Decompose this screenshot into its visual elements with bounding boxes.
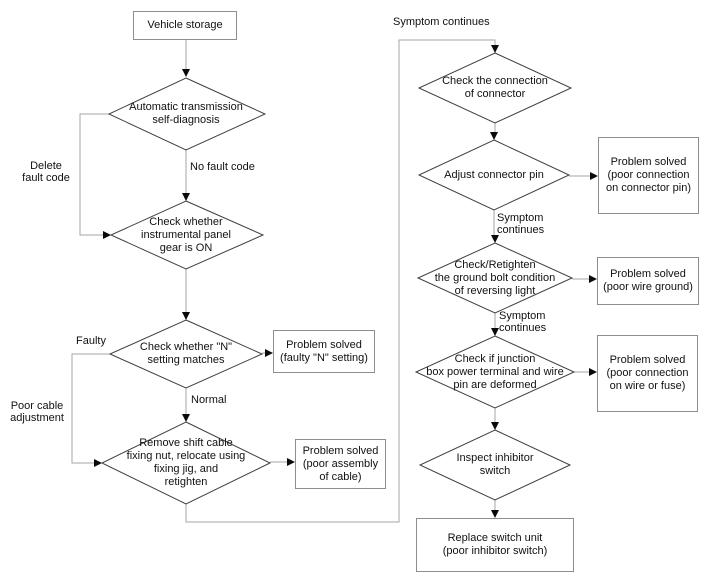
arrowhead [589,368,597,376]
process-problem-solved-wire-ground: Problem solved (poor wire ground) [597,257,699,305]
arrowhead [589,275,597,283]
arrowhead [491,328,499,336]
arrowhead [182,69,190,77]
connector-delete-faultcode-loop [79,113,109,236]
edge-label-symptom-continues-2: Symptom continues [499,310,547,334]
decision-shift-cable-shape [100,421,272,505]
arrowhead [491,510,499,518]
connector-symptom-wrap [185,39,496,523]
process-problem-solved-n-setting: Problem solved (faulty "N" setting) [273,330,375,373]
decision-junction-box-shape [414,335,576,409]
decision-self-diagnosis-shape [107,77,267,151]
arrowhead [182,193,190,201]
edge-label-symptom-continues-1: Symptom continues [497,212,545,236]
edge-label-no-fault-code: No fault code [190,161,255,173]
decision-adjust-pin-shape [417,139,571,211]
decision-ground-bolt-shape [416,242,574,314]
process-problem-solved-wire-fuse: Problem solved (poor connection on wire … [597,335,698,412]
arrowhead [590,172,598,180]
decision-panel-gear-shape [109,200,265,270]
arrowhead [103,231,111,239]
process-replace-switch-unit: Replace switch unit (poor inhibitor swit… [416,518,574,572]
process-vehicle-storage: Vehicle storage [133,11,237,40]
arrowhead [491,235,499,243]
connector-faulty-loop [71,353,110,464]
edge-label-normal: Normal [191,394,227,406]
arrowhead [491,422,499,430]
edge-label-poor-cable-adjustment: Poor cable adjustment [10,400,64,424]
edge-label-faulty: Faulty [76,335,106,347]
decision-n-setting-shape [108,319,264,389]
decision-inhibitor-shape [418,429,572,501]
arrowhead [265,349,273,357]
decision-connector-shape [417,52,573,124]
arrowhead [182,312,190,320]
arrowhead [182,414,190,422]
process-problem-solved-cable: Problem solved (poor assembly of cable) [295,439,386,489]
arrowhead [491,45,499,53]
arrowhead [490,132,498,140]
edge-label-symptom-continues-top: Symptom continues [393,16,490,28]
arrowhead [287,458,295,466]
process-problem-solved-connector-pin: Problem solved (poor connection on conne… [598,137,699,214]
arrowhead [94,459,102,467]
edge-label-delete-fault-code: Delete fault code [22,160,70,184]
